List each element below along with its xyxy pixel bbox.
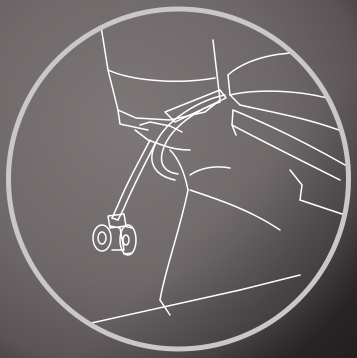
illustration-frame: [0, 0, 357, 358]
toilet-bidet-installation-icon: [0, 0, 357, 358]
